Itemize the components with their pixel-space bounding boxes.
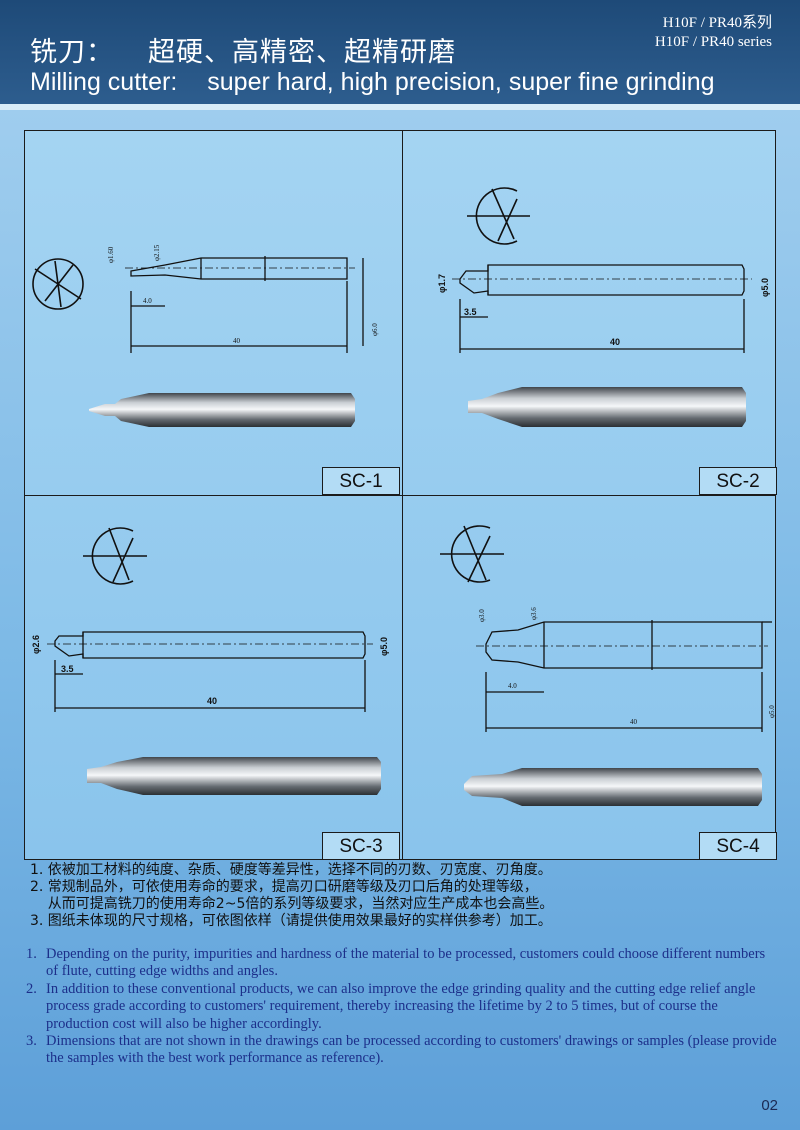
technical-drawing-sc4: φ3.0 φ3.6 4.0 40 φ5.0	[440, 525, 776, 806]
tool-photo-sc2	[468, 387, 746, 427]
dim-shank: φ6.0	[371, 323, 379, 336]
product-cell-sc3: φ2.6 3.5 40 φ5.0 SC-3	[25, 496, 401, 860]
series-label: H10F / PR40系列 H10F / PR40 series	[655, 14, 772, 52]
dim-total-length: 40	[207, 696, 217, 706]
note-cn-2: 2. 常规制品外，可依使用寿命的要求，提高刃口研磨等级及刃口后角的处理等级，	[30, 879, 538, 895]
dim-total-length: 40	[630, 718, 638, 726]
note-en-text: In addition to these conventional produc…	[46, 980, 756, 1032]
product-label-sc4: SC-4	[699, 832, 777, 860]
header-stripe	[0, 104, 800, 110]
note-en-1: 1. Depending on the purity, impurities a…	[26, 946, 778, 981]
dim-shank: φ5.0	[768, 705, 776, 718]
tool-outline-sc4	[476, 620, 772, 732]
title-cn-main: 铣刀：	[30, 37, 114, 68]
dim-d1: φ1.7	[437, 274, 447, 293]
technical-drawing-sc3: φ2.6 3.5 40 φ5.0	[31, 527, 389, 795]
product-label-sc2: SC-2	[699, 467, 777, 495]
dim-shank: φ5.0	[379, 637, 389, 656]
cross-section-icon	[83, 527, 147, 585]
tool-outline-sc2	[452, 264, 752, 353]
note-en-number: 1.	[26, 946, 37, 962]
note-en-text: Depending on the purity, impurities and …	[46, 946, 766, 980]
product-cell-sc2: φ1.7 3.5 40 φ5.0 SC-2	[402, 131, 778, 495]
note-en-text: Dimensions that are not shown in the dra…	[46, 1033, 777, 1067]
dim-total-length: 40	[233, 337, 241, 345]
title-cn-sub: 超硬、高精密、超精研磨	[148, 37, 456, 68]
note-en-number: 3.	[26, 1033, 37, 1050]
notes-english: 1. Depending on the purity, impurities a…	[26, 946, 778, 1068]
dim-flute-length: 3.5	[61, 664, 74, 674]
product-label-sc1: SC-1	[322, 467, 400, 495]
tool-outline-sc3	[47, 631, 373, 712]
page-number: 02	[761, 1097, 778, 1114]
note-cn-3: 3. 图纸未体现的尺寸规格，可依图依样（请提供使用效果最好的实样供参考）加工。	[30, 913, 552, 929]
dim-flute-length: 4.0	[508, 682, 517, 690]
note-cn-2-cont: 从而可提高铣刀的使用寿命2~5倍的系列等级要求，当然对应生产成本也会高些。	[30, 896, 554, 912]
note-en-3: 3. Dimensions that are not shown in the …	[26, 1033, 778, 1068]
tool-photo-sc1	[89, 393, 355, 427]
product-grid: φ1.60 φ2.15 4.0 40 φ6.0 SC-1 φ1.7 3.5 40	[24, 130, 778, 860]
dim-flute-length: 3.5	[464, 307, 477, 317]
grid-divider-horizontal	[25, 495, 775, 496]
dim-d1: φ3.0	[478, 609, 486, 622]
title-english: Milling cutter: super hard, high precisio…	[30, 68, 715, 97]
dim-d2: φ3.6	[530, 607, 538, 620]
technical-drawing-sc1: φ1.60 φ2.15 4.0 40 φ6.0	[32, 244, 379, 427]
cross-section-icon	[467, 187, 530, 245]
notes-chinese: 1. 依被加工材料的纯度、杂质、硬度等差异性，选择不同的刃数、刃宽度、刃角度。 …	[30, 862, 770, 930]
product-cell-sc4: φ3.0 φ3.6 4.0 40 φ5.0 SC-4	[402, 496, 778, 860]
title-en-sub: super hard, high precision, super fine g…	[207, 68, 715, 96]
product-cell-sc1: φ1.60 φ2.15 4.0 40 φ6.0 SC-1	[25, 131, 401, 495]
dim-flute-length: 4.0	[143, 297, 152, 305]
note-cn-1: 1. 依被加工材料的纯度、杂质、硬度等差异性，选择不同的刃数、刃宽度、刃角度。	[30, 862, 552, 878]
note-en-2: 2. In addition to these conventional pro…	[26, 981, 778, 1033]
dim-d2: φ2.15	[153, 244, 161, 261]
cross-section-icon	[32, 258, 84, 310]
dim-total-length: 40	[610, 337, 620, 347]
cross-section-icon	[440, 525, 504, 583]
tool-photo-sc3	[87, 757, 381, 795]
series-en: H10F / PR40 series	[654, 34, 772, 50]
note-en-number: 2.	[26, 980, 37, 997]
product-label-sc3: SC-3	[322, 832, 400, 860]
title-en-main: Milling cutter:	[30, 68, 178, 96]
title-chinese: 铣刀： 超硬、高精密、超精研磨	[30, 30, 456, 69]
tool-photo-sc4	[464, 768, 762, 806]
technical-drawing-sc2: φ1.7 3.5 40 φ5.0	[437, 187, 770, 427]
series-cn: H10F / PR40系列	[662, 15, 772, 31]
dim-d1: φ2.6	[31, 635, 41, 654]
tool-outline-sc1	[125, 256, 364, 353]
header-banner: 铣刀： 超硬、高精密、超精研磨 Milling cutter: super hard…	[0, 0, 800, 104]
dim-d1: φ1.60	[107, 246, 115, 263]
dim-shank: φ5.0	[760, 278, 770, 297]
